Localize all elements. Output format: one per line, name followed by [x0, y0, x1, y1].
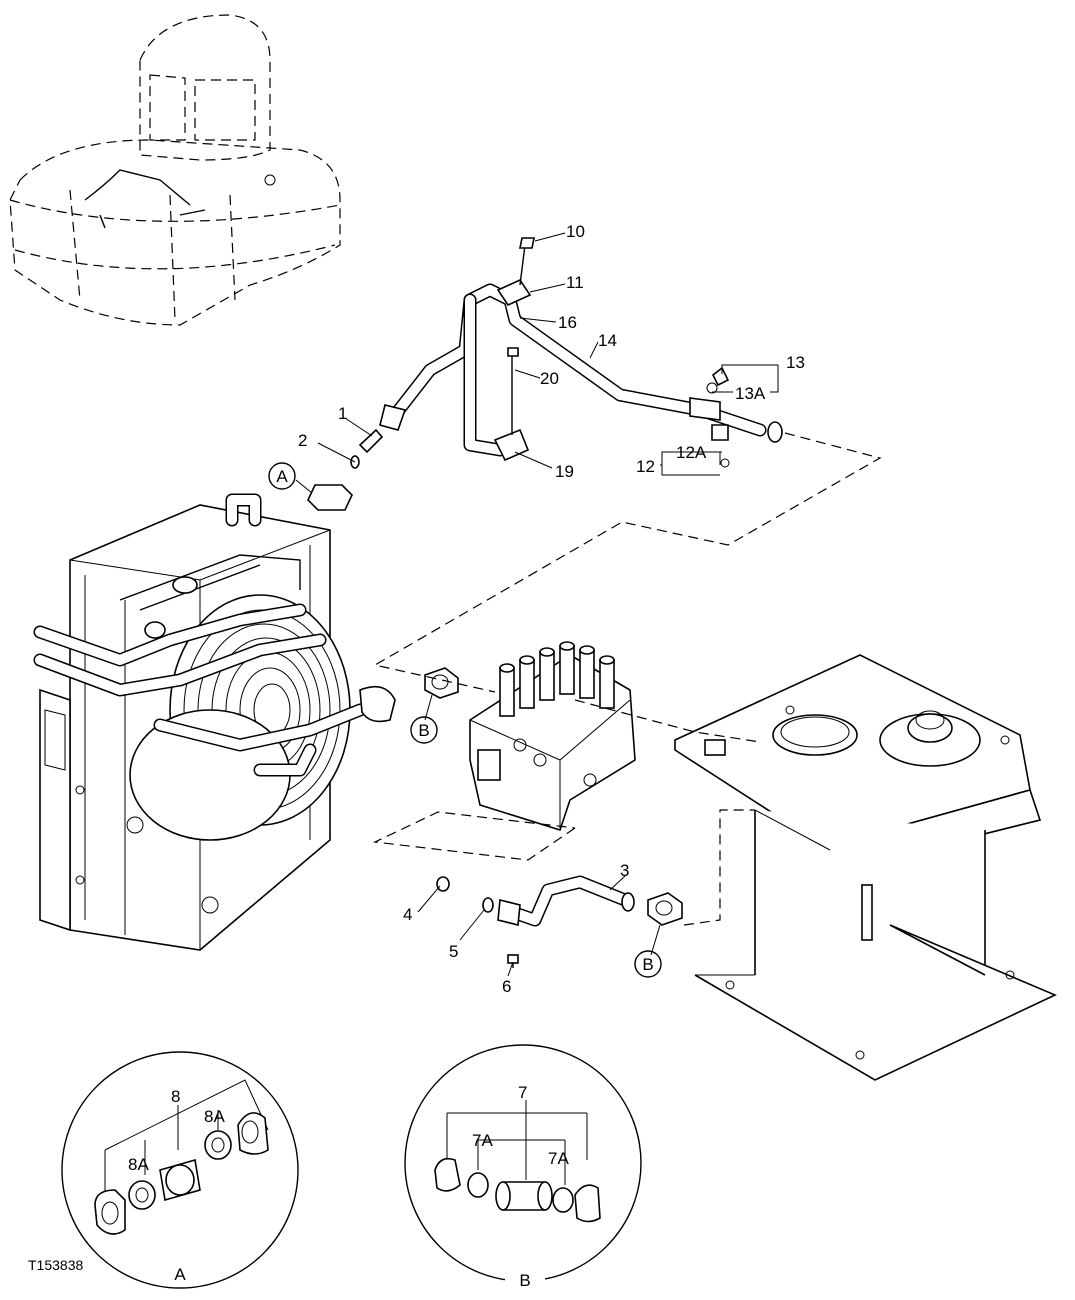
- detail-a: [61, 1051, 299, 1289]
- callout-8: 8: [171, 1087, 180, 1106]
- callout-20: 20: [540, 369, 559, 388]
- b-marker-left-circle: [410, 716, 438, 744]
- callout-labels: 1 2 3 4 5 6 7 8 10 11 12 12A 13 13A 14 1…: [128, 222, 805, 1174]
- view-markers: A B B A B: [174, 462, 662, 1290]
- callout-16: 16: [558, 313, 577, 332]
- callout-10: 10: [566, 222, 585, 241]
- b-marker-right-circle: [634, 950, 662, 978]
- callout-12A: 12A: [676, 443, 707, 462]
- clamp-lower: [647, 892, 683, 926]
- callout-7A-right: 7A: [548, 1149, 569, 1168]
- callout-12: 12: [636, 457, 655, 476]
- callout-5: 5: [449, 942, 458, 961]
- callout-8A-right: 8A: [204, 1107, 225, 1126]
- callout-6: 6: [502, 977, 511, 996]
- routing-lines: [372, 432, 882, 926]
- callout-3: 3: [620, 861, 629, 880]
- a-marker: A: [276, 467, 288, 486]
- b-marker-right: B: [642, 955, 653, 974]
- callout-4: 4: [403, 905, 412, 924]
- clamp-upper: [424, 667, 459, 699]
- radiator-assembly: [33, 493, 396, 951]
- callout-7: 7: [518, 1083, 527, 1102]
- control-valve: [469, 641, 636, 831]
- callout-1: 1: [338, 404, 347, 423]
- hydraulic-tank: [674, 654, 1057, 1081]
- callout-14: 14: [598, 331, 617, 350]
- callout-19: 19: [555, 462, 574, 481]
- return-line: [436, 875, 635, 968]
- b-marker-left: B: [418, 721, 429, 740]
- callout-2: 2: [298, 431, 307, 450]
- callout-13: 13: [786, 353, 805, 372]
- detail-a-label: A: [174, 1265, 186, 1284]
- leader-lines: [295, 232, 779, 977]
- callout-13A: 13A: [735, 384, 766, 403]
- detail-b: [404, 1044, 642, 1286]
- callout-8A-left: 8A: [128, 1155, 149, 1174]
- oil-cooler-line: [307, 237, 783, 511]
- callout-7A-left: 7A: [472, 1131, 493, 1150]
- a-marker-circle: [268, 462, 296, 490]
- figure-id: T153838: [28, 1257, 83, 1273]
- excavator-location-inset: [9, 14, 341, 326]
- callout-11: 11: [566, 273, 584, 292]
- detail-b-label: B: [519, 1271, 530, 1290]
